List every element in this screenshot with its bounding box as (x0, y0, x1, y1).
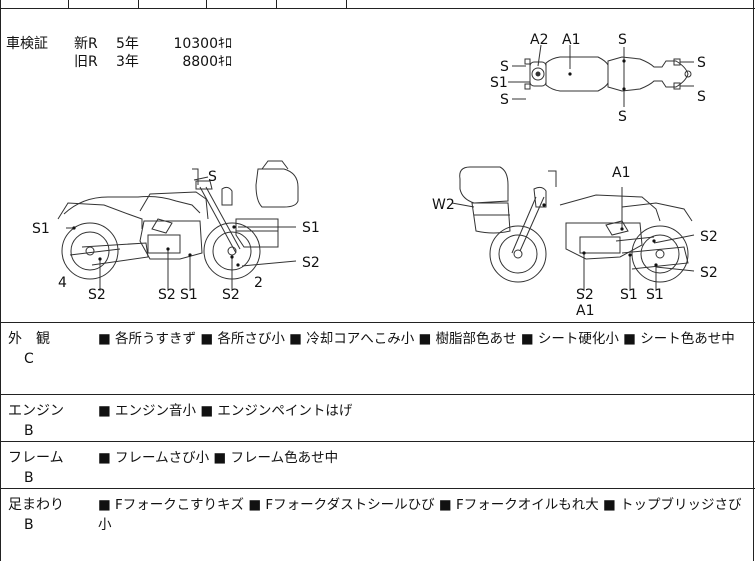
registration-kind: 新R (74, 36, 98, 52)
label-s: S (500, 59, 509, 75)
label-s1: S1 (646, 287, 664, 303)
label-num2: 2 (254, 275, 263, 291)
label-s1: S1 (302, 220, 320, 236)
registration-fee: 8800ｷﾛ (182, 54, 232, 70)
label-a1: A1 (612, 165, 630, 181)
label-s: S (697, 89, 706, 105)
label-a2: A2 (530, 32, 548, 48)
category-grade: B (24, 423, 34, 439)
condition-category: 外 観 C (8, 329, 88, 369)
condition-category: 足まわり B (8, 495, 88, 535)
label-s: S (208, 169, 217, 185)
label-s: S (697, 55, 706, 71)
leader-lines (66, 44, 695, 291)
label-a1: A1 (576, 303, 594, 319)
label-s1: S1 (620, 287, 638, 303)
label-s1: S1 (32, 221, 50, 237)
header-divider (68, 0, 69, 9)
header-divider (138, 0, 139, 9)
label-s: S (618, 109, 627, 125)
condition-row-engine: エンジン B ■ エンジン音小 ■ エンジンペイントはげ (0, 394, 755, 441)
category-name: フレーム (8, 450, 64, 466)
motorcycle-top-view (524, 56, 692, 92)
category-grade: B (24, 470, 34, 486)
label-s2: S2 (302, 255, 320, 271)
label-s2: S2 (700, 265, 718, 281)
label-s1: S1 (180, 287, 198, 303)
label-s: S (618, 32, 627, 48)
registration-years: 3年 (116, 54, 139, 70)
label-a1: A1 (562, 32, 580, 48)
motorcycle-right-view (459, 166, 693, 283)
motorcycle-left-view (57, 160, 299, 280)
condition-notes: ■ フレームさび小 ■ フレーム色あせ中 (98, 450, 339, 466)
top-header-strip (0, 0, 755, 9)
label-s2: S2 (700, 229, 718, 245)
category-grade: C (24, 351, 34, 367)
category-name: エンジン (8, 403, 64, 419)
condition-notes: ■ 各所うすきず ■ 各所さび小 ■ 冷却コアへこみ小 ■ 樹脂部色あせ ■ シ… (98, 331, 735, 347)
condition-category: エンジン B (8, 401, 88, 441)
condition-row-frame: フレーム B ■ フレームさび小 ■ フレーム色あせ中 (0, 441, 755, 488)
condition-notes: ■ エンジン音小 ■ エンジンペイントはげ (98, 403, 353, 419)
label-s2: S2 (222, 287, 240, 303)
condition-notes: ■ Fフォークこすりキズ ■ Fフォークダストシールひび ■ Fフォークオイルも… (98, 497, 742, 533)
registration-years: 5年 (116, 36, 139, 52)
category-grade: B (24, 517, 34, 533)
condition-row-suspension: 足まわり B ■ Fフォークこすりキズ ■ Fフォークダストシールひび ■ Fフ… (0, 488, 755, 561)
header-divider (346, 0, 347, 9)
label-s: S (500, 92, 509, 108)
condition-row-exterior: 外 観 C ■ 各所うすきず ■ 各所さび小 ■ 冷却コアへこみ小 ■ 樹脂部色… (0, 322, 755, 394)
registration-label: 車検証 (6, 36, 48, 52)
label-s2: S2 (158, 287, 176, 303)
registration-row-old: 旧R 3年 8800ｷﾛ (74, 53, 232, 71)
label-s2: S2 (576, 287, 594, 303)
motorcycle-diagram: S S1 S A2 A1 S S S S S1 S S1 S2 4 2 S2 S… (32, 32, 718, 319)
label-w2: W2 (432, 197, 455, 213)
condition-category: フレーム B (8, 448, 88, 488)
category-name: 外 観 (8, 331, 50, 347)
damage-diagram-area: 車検証 新R 5年 10300ｷﾛ 旧R 3年 8800ｷﾛ (0, 9, 755, 322)
registration-row-new: 新R 5年 10300ｷﾛ (74, 35, 232, 53)
category-name: 足まわり (8, 497, 64, 513)
registration-kind: 旧R (74, 54, 98, 70)
label-s2: S2 (88, 287, 106, 303)
label-num4: 4 (58, 275, 67, 291)
registration-fee: 10300ｷﾛ (173, 36, 232, 52)
label-s1: S1 (490, 75, 508, 91)
header-divider (206, 0, 207, 9)
damage-markers (72, 59, 658, 267)
header-divider (276, 0, 277, 9)
